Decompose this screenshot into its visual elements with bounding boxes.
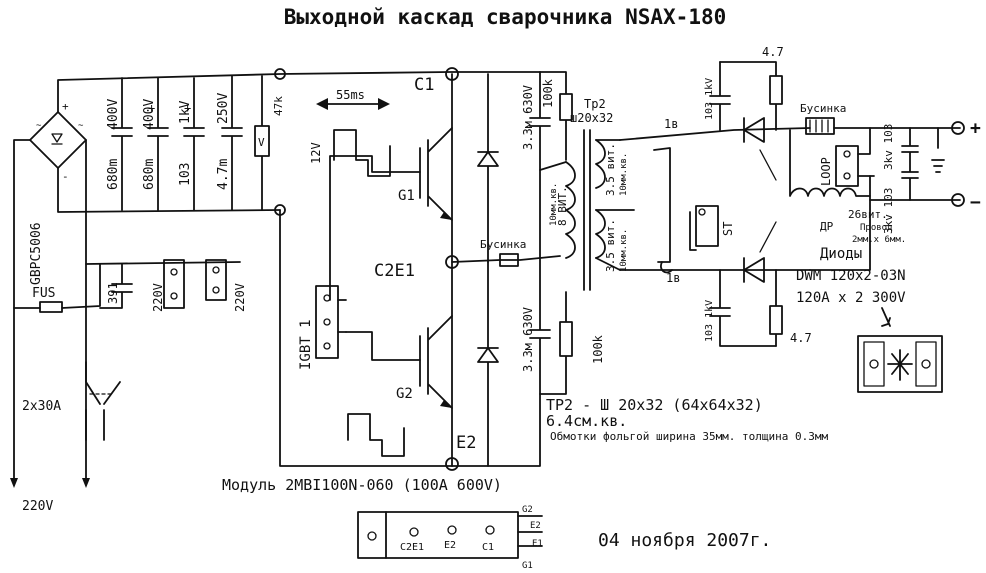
- igbt-upper: [329, 127, 453, 301]
- snubber-cap-top: 3.3м 630V: [521, 85, 535, 150]
- pin-c2e1: C2E1: [400, 542, 424, 553]
- tr-spec-line2: 6.4см.кв.: [546, 412, 627, 430]
- out-cap1: 3kv 103: [882, 124, 895, 170]
- tr-label: Тр2: [584, 97, 606, 111]
- out-cap2: 3kv 103: [882, 188, 895, 234]
- tr-primary-turns: 8 ВИТ.: [556, 186, 569, 226]
- tr-core: ш20x32: [570, 111, 613, 125]
- out-res-top: 4.7: [762, 45, 784, 59]
- diodes-rating: 120A x 2 300V: [796, 290, 906, 306]
- tap-bottom: 1в: [666, 271, 680, 285]
- svg-text:+: +: [184, 101, 191, 115]
- tr-sec-top-sub: 10мм.кв.: [619, 153, 629, 196]
- cap-bank: + +: [111, 75, 243, 211]
- gate-g2: G2: [396, 386, 413, 402]
- out-bead: Бусинка: [800, 102, 846, 115]
- out-cap-top: 103 1kV: [704, 78, 715, 120]
- pin-c1: C1: [482, 542, 494, 553]
- pin-e2: E2: [444, 540, 456, 551]
- svg-text:+: +: [148, 101, 155, 115]
- svg-text:+: +: [62, 100, 69, 113]
- gate-waveform: [316, 98, 405, 457]
- period-label: 55ms: [336, 88, 365, 102]
- choke-wire: Провод: [860, 223, 893, 233]
- cap2-value: 680m: [142, 159, 157, 190]
- choke-turns: 26вит.: [848, 208, 888, 221]
- tr-spec-line1: ТР2 - Ш 20x32 (64x64x32): [546, 396, 763, 414]
- switch-label: 2x30A: [22, 399, 61, 414]
- diodes-title: Диоды: [820, 246, 862, 262]
- pin-e1: E1: [532, 539, 543, 549]
- snubber-res-bottom: 100k: [591, 334, 605, 364]
- varistor-value: 47k: [272, 96, 285, 116]
- out-cap-bottom: 103 1kV: [704, 300, 715, 342]
- gate-g1: G1: [398, 188, 415, 204]
- bridge-label: GBPC5006: [29, 222, 44, 285]
- snubber-res-top: 100k: [541, 78, 555, 108]
- fuse-label: FUS: [32, 286, 55, 301]
- tr-spec-line3: Обмотки фольгой ширина 35мм. толщина 0.3…: [550, 430, 829, 443]
- outlet1-label: 220V: [151, 283, 165, 312]
- cap1-value: 680m: [106, 159, 121, 190]
- pin-g1: G1: [522, 561, 533, 571]
- svg-text:~: ~: [36, 121, 42, 131]
- node-c2e1: C2E1: [374, 261, 415, 281]
- varistor: [254, 75, 270, 211]
- thermostat-label: ST: [721, 222, 735, 236]
- diode-package-sketch: [857, 307, 943, 393]
- filter-cap-label: 391: [106, 282, 120, 304]
- node-c1: C1: [414, 75, 434, 95]
- tr-primary-section: 10мм.кв.: [549, 183, 559, 226]
- cap2-rating: 400V: [142, 99, 157, 130]
- out-res-bottom: 4.7: [790, 331, 812, 345]
- diagram-title: Выходной каскад сварочника NSAX-180: [284, 5, 727, 29]
- snubber-bead: Бусинка: [480, 238, 526, 251]
- transformer: [539, 129, 635, 291]
- mains-label: 220V: [22, 499, 53, 514]
- cap4-value: 4.7m: [216, 159, 231, 190]
- svg-text:-: -: [62, 170, 69, 183]
- module-pinout-sketch: [357, 511, 543, 559]
- snubber-cap-bottom: 3.3м 630V: [521, 307, 535, 372]
- loop-label: LOOP: [819, 157, 833, 186]
- date-label: 04 ноября 2007г.: [598, 530, 771, 551]
- terminal-minus: −: [970, 192, 981, 213]
- svg-text:~: ~: [78, 121, 84, 131]
- cap3-value: 103: [178, 163, 193, 186]
- diodes-part: DWM 120x2-03N: [796, 268, 906, 284]
- cap1-rating: 400V: [106, 99, 121, 130]
- choke-label: ДР: [820, 220, 834, 233]
- tr-sec-bottom: 3.5 вит.: [604, 219, 617, 272]
- pin-e2-side: E2: [530, 521, 541, 531]
- gate-voltage: 12V: [309, 142, 323, 164]
- varistor-symbol: V: [258, 136, 265, 149]
- cap3-rating: 1kV: [178, 100, 193, 124]
- igbt-label: IGBT 1: [298, 319, 314, 370]
- output-diodes: [743, 117, 777, 283]
- outlet-1: [163, 259, 185, 309]
- outlet-2: [205, 259, 227, 301]
- tr-sec-bottom-sub: 10мм.кв.: [619, 229, 629, 272]
- freewheel-diodes: [477, 73, 499, 467]
- pin-g2: G2: [522, 505, 533, 515]
- node-e2: E2: [456, 433, 476, 453]
- main-switch: [85, 361, 121, 441]
- igbt-lower: [345, 315, 453, 409]
- tap-top: 1в: [664, 117, 678, 131]
- cap4-rating: 250V: [216, 93, 231, 124]
- choke-size: 2мм.х 6мм.: [852, 235, 906, 245]
- tr-sec-top: 3.5 вит.: [604, 143, 617, 196]
- outlet2-label: 220V: [233, 283, 247, 312]
- igbt-connector: [315, 285, 347, 359]
- module-label: Модуль 2MBI100N-060 (100A 600V): [222, 476, 502, 494]
- terminal-plus: +: [970, 118, 981, 139]
